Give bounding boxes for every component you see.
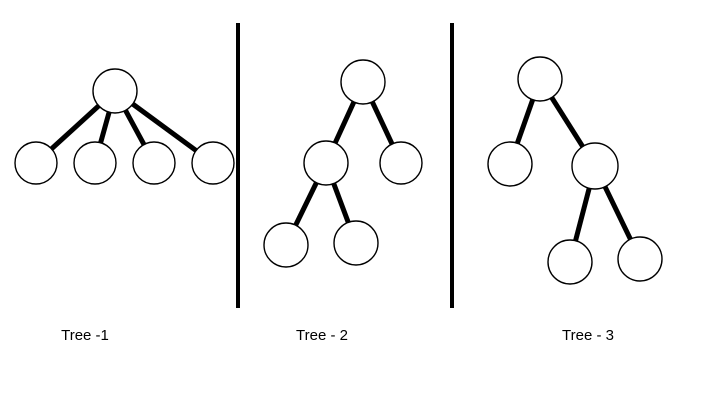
nodes-group bbox=[487, 56, 663, 285]
edges-group bbox=[292, 99, 395, 228]
right-grandchild-node[interactable] bbox=[617, 236, 663, 282]
left-child-node[interactable] bbox=[487, 141, 533, 187]
edge-root-child-4 bbox=[130, 101, 199, 154]
edges-group bbox=[514, 95, 634, 243]
edge-root-right bbox=[369, 99, 395, 146]
child-node-1[interactable] bbox=[14, 141, 58, 185]
root-node[interactable] bbox=[517, 56, 563, 102]
edge-root-left bbox=[332, 100, 357, 145]
nodes-group bbox=[263, 59, 423, 268]
nodes-group bbox=[14, 68, 235, 185]
edge-root-child-1 bbox=[49, 103, 102, 152]
tree-panel-tree-2 bbox=[263, 59, 423, 268]
right-child-node[interactable] bbox=[379, 141, 423, 185]
tree-panel-tree-3 bbox=[487, 56, 663, 285]
edge-right-leftchild bbox=[572, 186, 592, 243]
left-grandchild-node[interactable] bbox=[547, 239, 593, 285]
left-child-node[interactable] bbox=[303, 140, 349, 186]
root-node[interactable] bbox=[92, 68, 138, 114]
panel-dividers bbox=[236, 23, 454, 308]
left-grandchild-node[interactable] bbox=[263, 222, 309, 268]
edge-right-rightchild bbox=[602, 184, 634, 242]
edge-left-leftchild bbox=[292, 180, 320, 228]
child-node-2[interactable] bbox=[73, 141, 117, 185]
edge-root-child-3 bbox=[122, 108, 147, 147]
edge-root-right bbox=[549, 95, 586, 149]
child-node-4[interactable] bbox=[191, 141, 235, 185]
edge-left-rightchild bbox=[331, 181, 351, 225]
tree-panels bbox=[14, 56, 663, 285]
edges-group bbox=[49, 101, 199, 154]
right-grandchild-node[interactable] bbox=[333, 220, 379, 266]
child-node-3[interactable] bbox=[132, 141, 176, 185]
edge-root-left bbox=[514, 97, 536, 146]
tree-panel-tree-1 bbox=[14, 68, 235, 185]
edge-root-child-2 bbox=[97, 110, 112, 145]
right-child-node[interactable] bbox=[571, 142, 619, 190]
tree-label-tree-3: Tree - 3 bbox=[562, 327, 614, 344]
tree-label-tree-1: Tree -1 bbox=[61, 327, 109, 344]
root-node[interactable] bbox=[340, 59, 386, 105]
tree-labels: Tree -1 Tree - 2 Tree - 3 bbox=[61, 327, 614, 344]
tree-label-tree-2: Tree - 2 bbox=[296, 327, 348, 344]
